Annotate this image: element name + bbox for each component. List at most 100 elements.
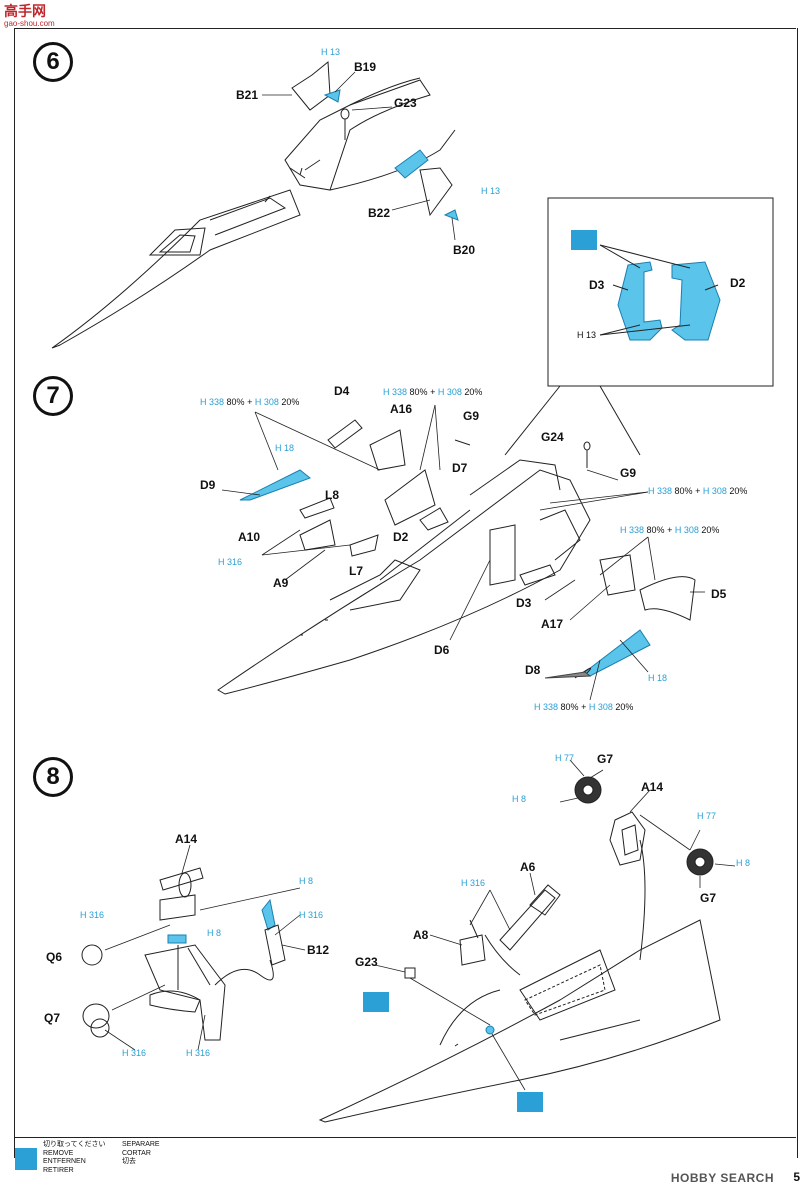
part-label-d2: D2: [393, 530, 409, 544]
step7-parts: [239, 419, 696, 679]
step8-left-leader-lines: [104, 844, 306, 1051]
paint-mix-g9-plus: +: [695, 486, 701, 496]
site-logo-text: 高手网: [4, 3, 46, 19]
legend-remove-it: SEPARARE: [122, 1141, 160, 1148]
legend-column-2: SEPARARE CORTAR 切去: [122, 1141, 160, 1167]
step6-leader-lines: [262, 71, 456, 241]
legend-remove-de: ENTFERNEN: [43, 1158, 86, 1165]
bottom-rule: [14, 1137, 796, 1138]
part-label-d4: D4: [334, 384, 350, 398]
part-label-b20: B20: [453, 243, 476, 257]
detail-label-d3: D3: [589, 278, 605, 292]
paint-h8-a14: H 8: [207, 928, 222, 938]
detail-label-d2: D2: [730, 276, 746, 290]
detail-paint-h13-text: H 13: [577, 330, 597, 340]
page-number: 5: [793, 1170, 800, 1184]
legend-remove-en: REMOVE: [43, 1149, 74, 1157]
paint-mix-d7-b-pct: 20%: [464, 387, 483, 397]
part-label-g7-top: G7: [597, 752, 614, 766]
part-label-b22: B22: [368, 206, 391, 220]
paint-mix-d9-a: H 338: [200, 397, 225, 407]
paint-mix-d8-plus: +: [581, 702, 587, 712]
part-label-d6: D6: [434, 643, 450, 657]
remove-symbol-icon: [15, 1148, 37, 1170]
paint-mix-g9-b-pct: 20%: [729, 486, 748, 496]
part-label-g24: G24: [541, 430, 564, 444]
paint-mix-d5-b-pct: 20%: [701, 525, 720, 535]
part-label-a8: A8: [413, 928, 429, 942]
legend-column-1: 切り取ってください REMOVE ENTFERNEN RETIRER: [43, 1141, 105, 1175]
remove-symbol-icon: [571, 230, 597, 250]
step8-gear-left: [81, 867, 286, 1041]
paint-mix-d9-a-pct: 80%: [226, 397, 245, 407]
part-label-a9: A9: [273, 576, 289, 590]
step-8-number: 8: [33, 757, 73, 797]
paint-h18-d9: H 18: [275, 443, 295, 453]
part-label-l7: L7: [349, 564, 364, 578]
step8-right-leader-lines: [374, 759, 736, 1091]
part-label-b21: B21: [236, 88, 259, 102]
part-label-d7: D7: [452, 461, 468, 475]
paint-mix-g9-a: H 338: [648, 486, 673, 496]
paint-h8-b12: H 8: [299, 876, 314, 886]
part-label-g23: G23: [394, 96, 417, 110]
part-label-d9: D9: [200, 478, 216, 492]
part-label-a6: A6: [520, 860, 536, 874]
paint-h316-step7: H 316: [218, 557, 243, 567]
paint-mix-d9-b: H 308: [254, 397, 279, 407]
step8-gear-right: [404, 776, 714, 1035]
paint-mix-d7: H 338 80% + H 308 20%: [383, 387, 482, 397]
paint-mix-d9: H 338 80% + H 308 20%: [200, 397, 299, 407]
step6-fuselage: [51, 189, 301, 349]
paint-mix-d7-a-pct: 80%: [409, 387, 428, 397]
part-label-a16: A16: [390, 402, 413, 416]
step6-intake: [284, 77, 456, 191]
site-logo: 高手网 gao-shou.com: [0, 0, 80, 30]
paint-mix-g9-a-pct: 80%: [674, 486, 693, 496]
part-label-b12: B12: [307, 943, 330, 957]
paint-mix-d8-b: H 308: [588, 702, 613, 712]
paint-h316-q7: H 316: [122, 1048, 147, 1058]
part-label-q7: Q7: [44, 1011, 61, 1025]
paint-h77-g7-top: H 77: [555, 753, 575, 763]
paint-mix-d8-a-pct: 80%: [560, 702, 579, 712]
remove-symbol-icon: [363, 992, 389, 1012]
paint-mix-d8: H 338 80% + H 308 20%: [534, 702, 633, 712]
paint-mix-d8-b-pct: 20%: [615, 702, 634, 712]
part-label-g9-top: G9: [463, 409, 480, 423]
legend-remove-zh: 切去: [122, 1158, 136, 1165]
paint-h8-g7-bottom: H 8: [736, 858, 751, 868]
part-label-g7-bottom: G7: [700, 891, 717, 905]
paint-mix-d7-a: H 338: [383, 387, 408, 397]
paint-mix-d7-b: H 308: [437, 387, 462, 397]
step6-parts: [291, 60, 459, 221]
paint-mix-d9-plus: +: [247, 397, 253, 407]
paint-h316-b12: H 316: [299, 910, 324, 920]
paint-mix-d8-a: H 338: [534, 702, 559, 712]
paint-h316-a14-base: H 316: [186, 1048, 211, 1058]
step-6-number: 6: [33, 42, 73, 82]
step-7-number: 7: [33, 376, 73, 416]
part-label-d5: D5: [711, 587, 727, 601]
paint-mix-d5-a-pct: 80%: [646, 525, 665, 535]
site-logo-url: gao-shou.com: [4, 19, 55, 28]
paint-h18-d8: H 18: [648, 673, 668, 683]
paint-h13-step6-a: H 13: [321, 47, 341, 57]
paint-mix-d7-plus: +: [430, 387, 436, 397]
hobby-search-watermark: HOBBY SEARCH: [670, 1171, 774, 1185]
remove-symbol-icon: [517, 1092, 543, 1112]
legend-remove-ja: 切り取ってください: [43, 1141, 106, 1148]
part-label-g23: G23: [355, 955, 378, 969]
paint-h316-q6: H 316: [80, 910, 105, 920]
part-label-a17: A17: [541, 617, 564, 631]
paint-mix-d5-a: H 338: [620, 525, 645, 535]
step7-fuselage: [217, 459, 591, 695]
part-label-b19: B19: [354, 60, 377, 74]
paint-h77-g7-bottom: H 77: [697, 811, 717, 821]
paint-mix-g9: H 338 80% + H 308 20%: [648, 486, 747, 496]
paint-h8-g7-top: H 8: [512, 794, 527, 804]
paint-mix-d5-plus: +: [667, 525, 673, 535]
detail-panel-parts: [599, 244, 721, 341]
step8-fuselage: [318, 839, 721, 1123]
detail-box-frame: [547, 197, 774, 387]
